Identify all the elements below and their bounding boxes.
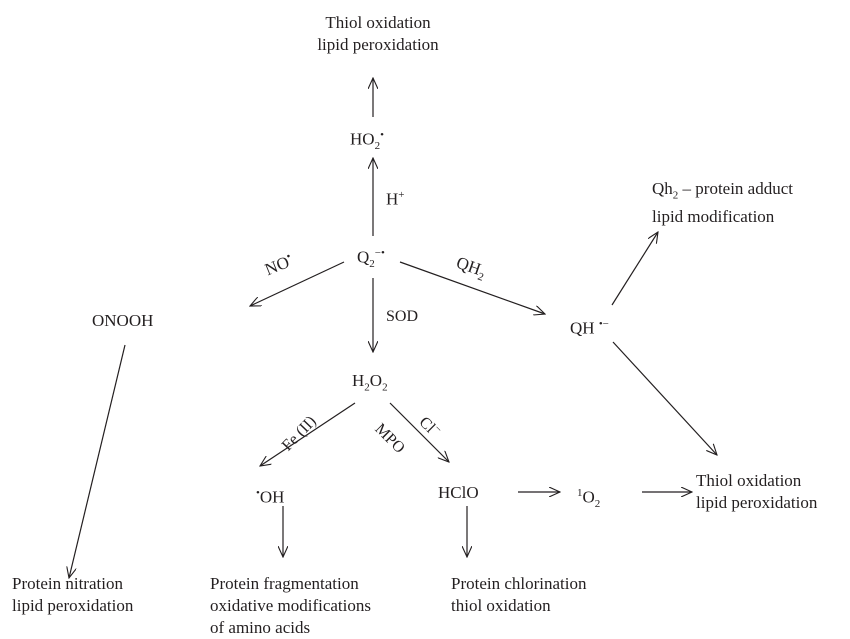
node-q2-radical: Q2−•: [357, 247, 385, 271]
label-sod: SOD: [386, 308, 419, 325]
arrow-qh-to-thiol: [612, 341, 717, 455]
outcome-right: Thiol oxidation lipid peroxidation: [696, 471, 818, 512]
node-singlet-oxygen: 1O2: [577, 487, 601, 511]
node-onooh: ONOOH: [92, 311, 154, 330]
outcome-top: Thiol oxidation lipid peroxidation: [317, 13, 439, 54]
arrow-h2o2-to-hclo: [389, 402, 449, 462]
node-hydroxyl-radical: •OH: [256, 487, 285, 507]
outcome-adduct: Qh2 – protein adduct lipid modification: [652, 179, 793, 227]
outcome-chlorination: Protein chlorination thiol oxidation: [451, 574, 587, 615]
arrow-h2o2-to-oh: [260, 402, 356, 466]
outcome-nitration: Protein nitration lipid peroxidation: [12, 574, 134, 615]
node-qh-radical: QH •−: [570, 318, 609, 338]
node-hclo: HClO: [438, 483, 479, 502]
arrow-q2-to-qh: [399, 261, 545, 314]
outcome-fragmentation: Protein fragmentation oxidative modifica…: [210, 574, 371, 637]
node-h2o2: H2O2: [352, 371, 388, 394]
arrow-qh-to-adduct: [611, 232, 658, 306]
label-h-plus: H+: [386, 189, 405, 209]
node-ho2: HO2•: [350, 129, 384, 153]
arrow-q2-to-onooh: [250, 261, 345, 306]
arrow-onooh-to-nitration: [69, 344, 126, 578]
